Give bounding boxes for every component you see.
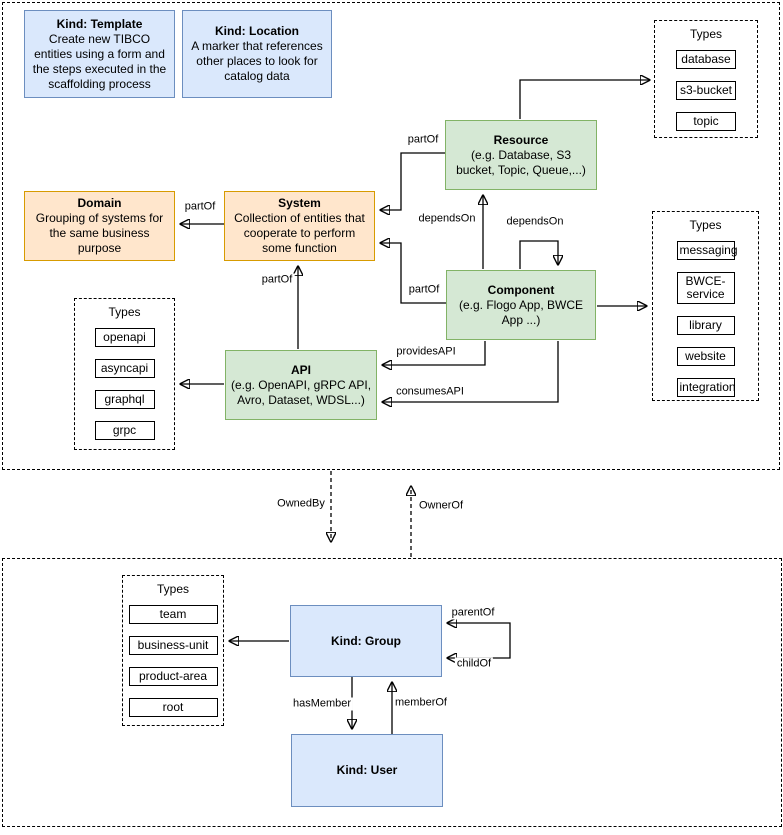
node-title: Kind: User — [336, 763, 398, 777]
node-domain: Domain Grouping of systems for the same … — [24, 191, 175, 261]
node-description: Grouping of systems for the same busines… — [35, 211, 164, 255]
node-title: Domain — [77, 196, 122, 210]
panel-api-types: Types openapi asyncapi graphql grpc — [74, 298, 175, 450]
edge-label-memberof: memberOf — [393, 696, 449, 710]
panel-title: Types — [108, 305, 141, 319]
type-item: library — [676, 316, 735, 335]
type-item: business-unit — [128, 636, 218, 655]
type-item: s3-bucket — [676, 81, 736, 100]
edge-label-childof: childOf — [454, 657, 494, 671]
edge-label-partof-api: partOf — [259, 273, 295, 287]
node-title: Kind: Template — [56, 16, 143, 31]
node-description: Create new TIBCO entities using a form a… — [32, 31, 167, 91]
edge-label-partof-component: partOf — [406, 283, 442, 297]
node-kind-location: Kind: Location A marker that references … — [182, 10, 332, 98]
node-resource: Resource (e.g. Database, S3 bucket, Topi… — [445, 120, 597, 190]
type-item: BWCE-service — [676, 272, 735, 304]
node-description: A marker that references other places to… — [191, 39, 323, 83]
node-kind-user: Kind: User — [291, 734, 443, 807]
node-description: (e.g. Flogo App, BWCE App ...) — [458, 297, 584, 327]
node-title: System — [278, 196, 321, 210]
panel-title: Types — [689, 218, 722, 232]
node-component: Component (e.g. Flogo App, BWCE App ...) — [446, 270, 596, 340]
type-item: asyncapi — [94, 359, 155, 378]
node-title: Component — [487, 282, 555, 297]
type-item: topic — [676, 112, 736, 131]
edge-label-providesapi: providesAPI — [394, 345, 458, 359]
edge-label-dependson-resource: dependsOn — [416, 212, 478, 226]
type-item: product-area — [128, 667, 218, 686]
edge-label-consumesapi: consumesAPI — [394, 385, 466, 399]
type-item: graphql — [94, 390, 155, 409]
node-description: Collection of entities that cooperate to… — [234, 211, 365, 255]
edge-label-hasmember: hasMember — [290, 697, 354, 711]
node-kind-group: Kind: Group — [290, 605, 442, 677]
type-item: grpc — [94, 421, 155, 440]
panel-resource-types: Types database s3-bucket topic — [654, 20, 758, 138]
type-item: website — [676, 347, 735, 366]
edge-label-ownerof: OwnerOf — [416, 499, 466, 513]
type-item: messaging — [676, 241, 738, 260]
node-description: (e.g. OpenAPI, gRPC API, Avro, Dataset, … — [230, 377, 372, 407]
panel-title: Types — [156, 582, 189, 596]
node-title: Kind: Location — [215, 24, 299, 38]
node-system: System Collection of entities that coope… — [224, 191, 375, 261]
catalog-section-frame — [2, 2, 780, 470]
node-description: (e.g. Database, S3 bucket, Topic, Queue,… — [456, 147, 586, 177]
panel-group-types: Types team business-unit product-area ro… — [122, 575, 224, 726]
panel-component-types: Types messaging BWCE-service library web… — [652, 211, 759, 401]
edge-label-dependson-self: dependsOn — [504, 215, 566, 229]
edge-label-ownedby: OwnedBy — [275, 497, 327, 511]
node-title: Resource — [493, 132, 549, 147]
edge-label-partof-resource: partOf — [405, 133, 441, 147]
org-section-frame — [2, 558, 782, 827]
node-title: API — [290, 362, 311, 377]
node-api: API (e.g. OpenAPI, gRPC API, Avro, Datas… — [225, 350, 377, 420]
type-item: team — [128, 605, 218, 624]
edge-label-parentof: parentOf — [449, 606, 497, 620]
type-item: openapi — [94, 328, 155, 347]
panel-title: Types — [689, 27, 722, 41]
edge-label-partof-system-domain: partOf — [182, 200, 218, 214]
type-item: database — [676, 50, 736, 69]
node-title: Kind: Group — [331, 633, 401, 648]
type-item: root — [128, 698, 218, 717]
type-item: integration — [676, 378, 736, 397]
node-kind-template: Kind: Template Create new TIBCO entities… — [24, 10, 175, 98]
